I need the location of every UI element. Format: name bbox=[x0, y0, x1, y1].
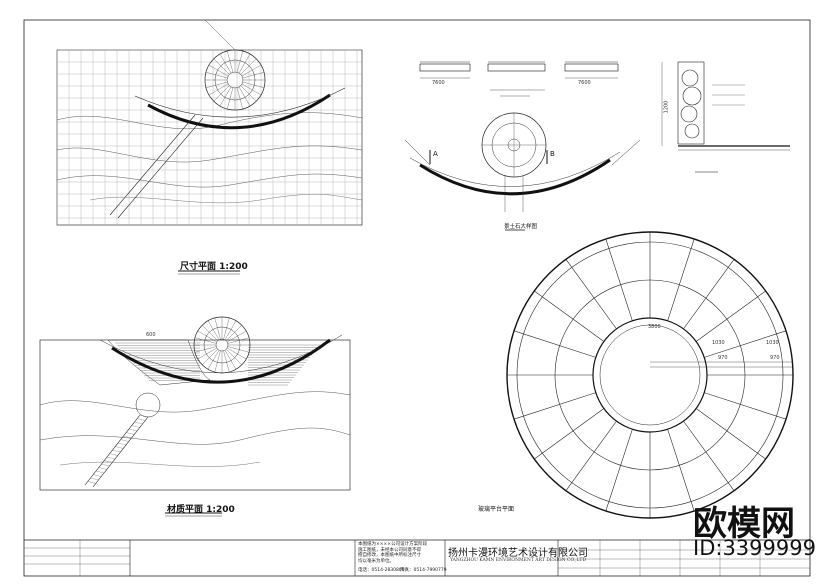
company-phone: 电话：0514-2830800 bbox=[358, 568, 405, 573]
dim-7600-right: 7600 bbox=[578, 80, 591, 86]
dim-600: 600 bbox=[146, 332, 156, 338]
sheet-frame bbox=[23, 19, 811, 577]
dim-1030-left: 1030 bbox=[712, 340, 725, 346]
dimension-plan-title: 尺寸平面 1:200 bbox=[180, 262, 248, 272]
section-mark-b: B bbox=[550, 150, 555, 158]
dim-970-left: 970 bbox=[718, 355, 728, 361]
dim-7600-left: 7600 bbox=[432, 80, 445, 86]
dim-3800: 3800 bbox=[648, 324, 661, 330]
dim-970-right: 970 bbox=[770, 355, 780, 361]
rockery-section bbox=[661, 61, 790, 173]
material-plan-title: 材质平面 1:200 bbox=[167, 505, 235, 515]
section-mark-a: A bbox=[433, 150, 438, 158]
glass-platform-title: 玻璃平台平面 bbox=[478, 506, 515, 513]
dimension-plan bbox=[56, 19, 363, 275]
platform-elevation bbox=[419, 61, 619, 97]
company-name-cn: 扬州卡漫环境艺术设计有限公司 bbox=[448, 548, 588, 559]
material-plan bbox=[39, 316, 351, 517]
watermark-id: ID:3399999 bbox=[693, 536, 816, 560]
rockery-detail-title: 景土石大样图 bbox=[504, 224, 538, 230]
title-block bbox=[24, 539, 810, 576]
title-block-notes: 本图纸为××××公司设计方案阶段 施工图纸，未经本公司同意不得 擅自修改，本图纸… bbox=[358, 542, 428, 564]
platform-plan bbox=[404, 112, 641, 231]
glass-platform-plan bbox=[506, 231, 794, 519]
dim-1030-right: 1030 bbox=[766, 340, 779, 346]
dim-1200: 1200 bbox=[663, 100, 670, 114]
company-fax: 传真：0514-7990779 bbox=[400, 568, 447, 573]
watermark-brand: 欧模网 bbox=[693, 504, 795, 544]
company-name-en: YANGZHOU KAMN ENVIRONMENT ART DESIGN CO.… bbox=[450, 558, 586, 563]
